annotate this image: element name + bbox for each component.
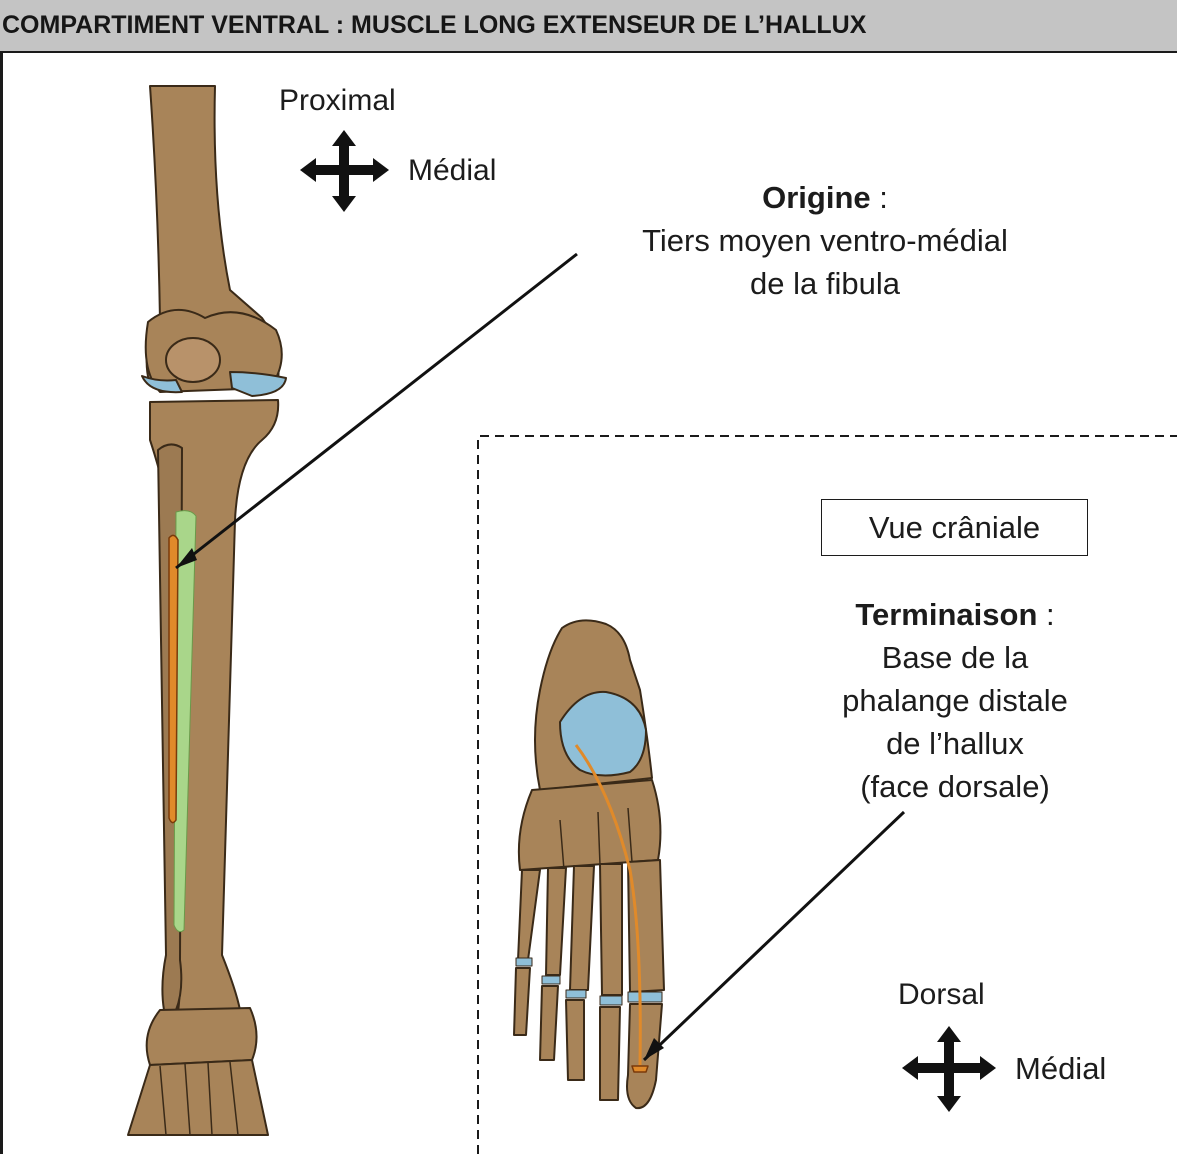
termination-line1: Base de la	[881, 640, 1029, 675]
view-label: Vue crâniale	[868, 509, 1041, 545]
metatarsal-1	[627, 859, 665, 993]
termination-line3: de l’hallux	[886, 726, 1024, 761]
termination-line4: (face dorsale)	[860, 769, 1050, 804]
left-border	[0, 53, 3, 1154]
metatarsal-4	[545, 867, 567, 976]
title-bar: COMPARTIMENT VENTRAL : MUSCLE LONG EXTEN…	[0, 0, 1177, 53]
cartilage-lateral	[141, 375, 183, 394]
hallux	[626, 1003, 663, 1110]
midfoot	[517, 779, 662, 871]
orientation-cross-foot-icon	[902, 1026, 996, 1112]
termination-annotation: Terminaison : Base de la phalange distal…	[800, 593, 1110, 808]
orientation-dorsal-label: Dorsal	[898, 978, 985, 1011]
muscle-origin-area	[173, 510, 197, 933]
termination-pointer	[642, 810, 906, 1062]
termination-point	[631, 1065, 649, 1073]
view-label-box: Vue crâniale	[821, 499, 1088, 556]
origin-line2: de la fibula	[750, 266, 900, 301]
page-title: COMPARTIMENT VENTRAL : MUSCLE LONG EXTEN…	[2, 11, 867, 39]
talus-cartilage	[559, 690, 647, 777]
cartilage-medial	[229, 371, 287, 397]
orientation-medial-label-leg: Médial	[408, 154, 497, 187]
tarsus-leg	[145, 1007, 258, 1066]
leg-bones	[127, 85, 287, 1136]
extensor-tendon	[574, 744, 642, 1066]
foot-bones	[513, 619, 665, 1110]
patella	[165, 337, 221, 383]
termination-label: Terminaison	[855, 597, 1038, 632]
orientation-proximal-label: Proximal	[279, 84, 396, 117]
metatarsals-leg	[127, 1059, 269, 1136]
metatarsal-2	[599, 863, 623, 996]
origin-pointer	[175, 252, 578, 570]
metatarsal-5	[517, 869, 541, 961]
origin-line1: Tiers moyen ventro-médial	[642, 223, 1008, 258]
origin-annotation: Origine : Tiers moyen ventro-médial de l…	[600, 176, 1050, 305]
termination-line2: phalange distale	[842, 683, 1068, 718]
orientation-cross-leg-icon	[300, 130, 389, 212]
orientation-medial-label-foot: Médial	[1015, 1051, 1107, 1086]
origin-insertion-strip	[168, 534, 179, 824]
origin-separator: :	[870, 180, 888, 215]
origin-label: Origine	[762, 180, 871, 215]
termination-separator: :	[1037, 597, 1055, 632]
metatarsal-3	[569, 865, 595, 991]
